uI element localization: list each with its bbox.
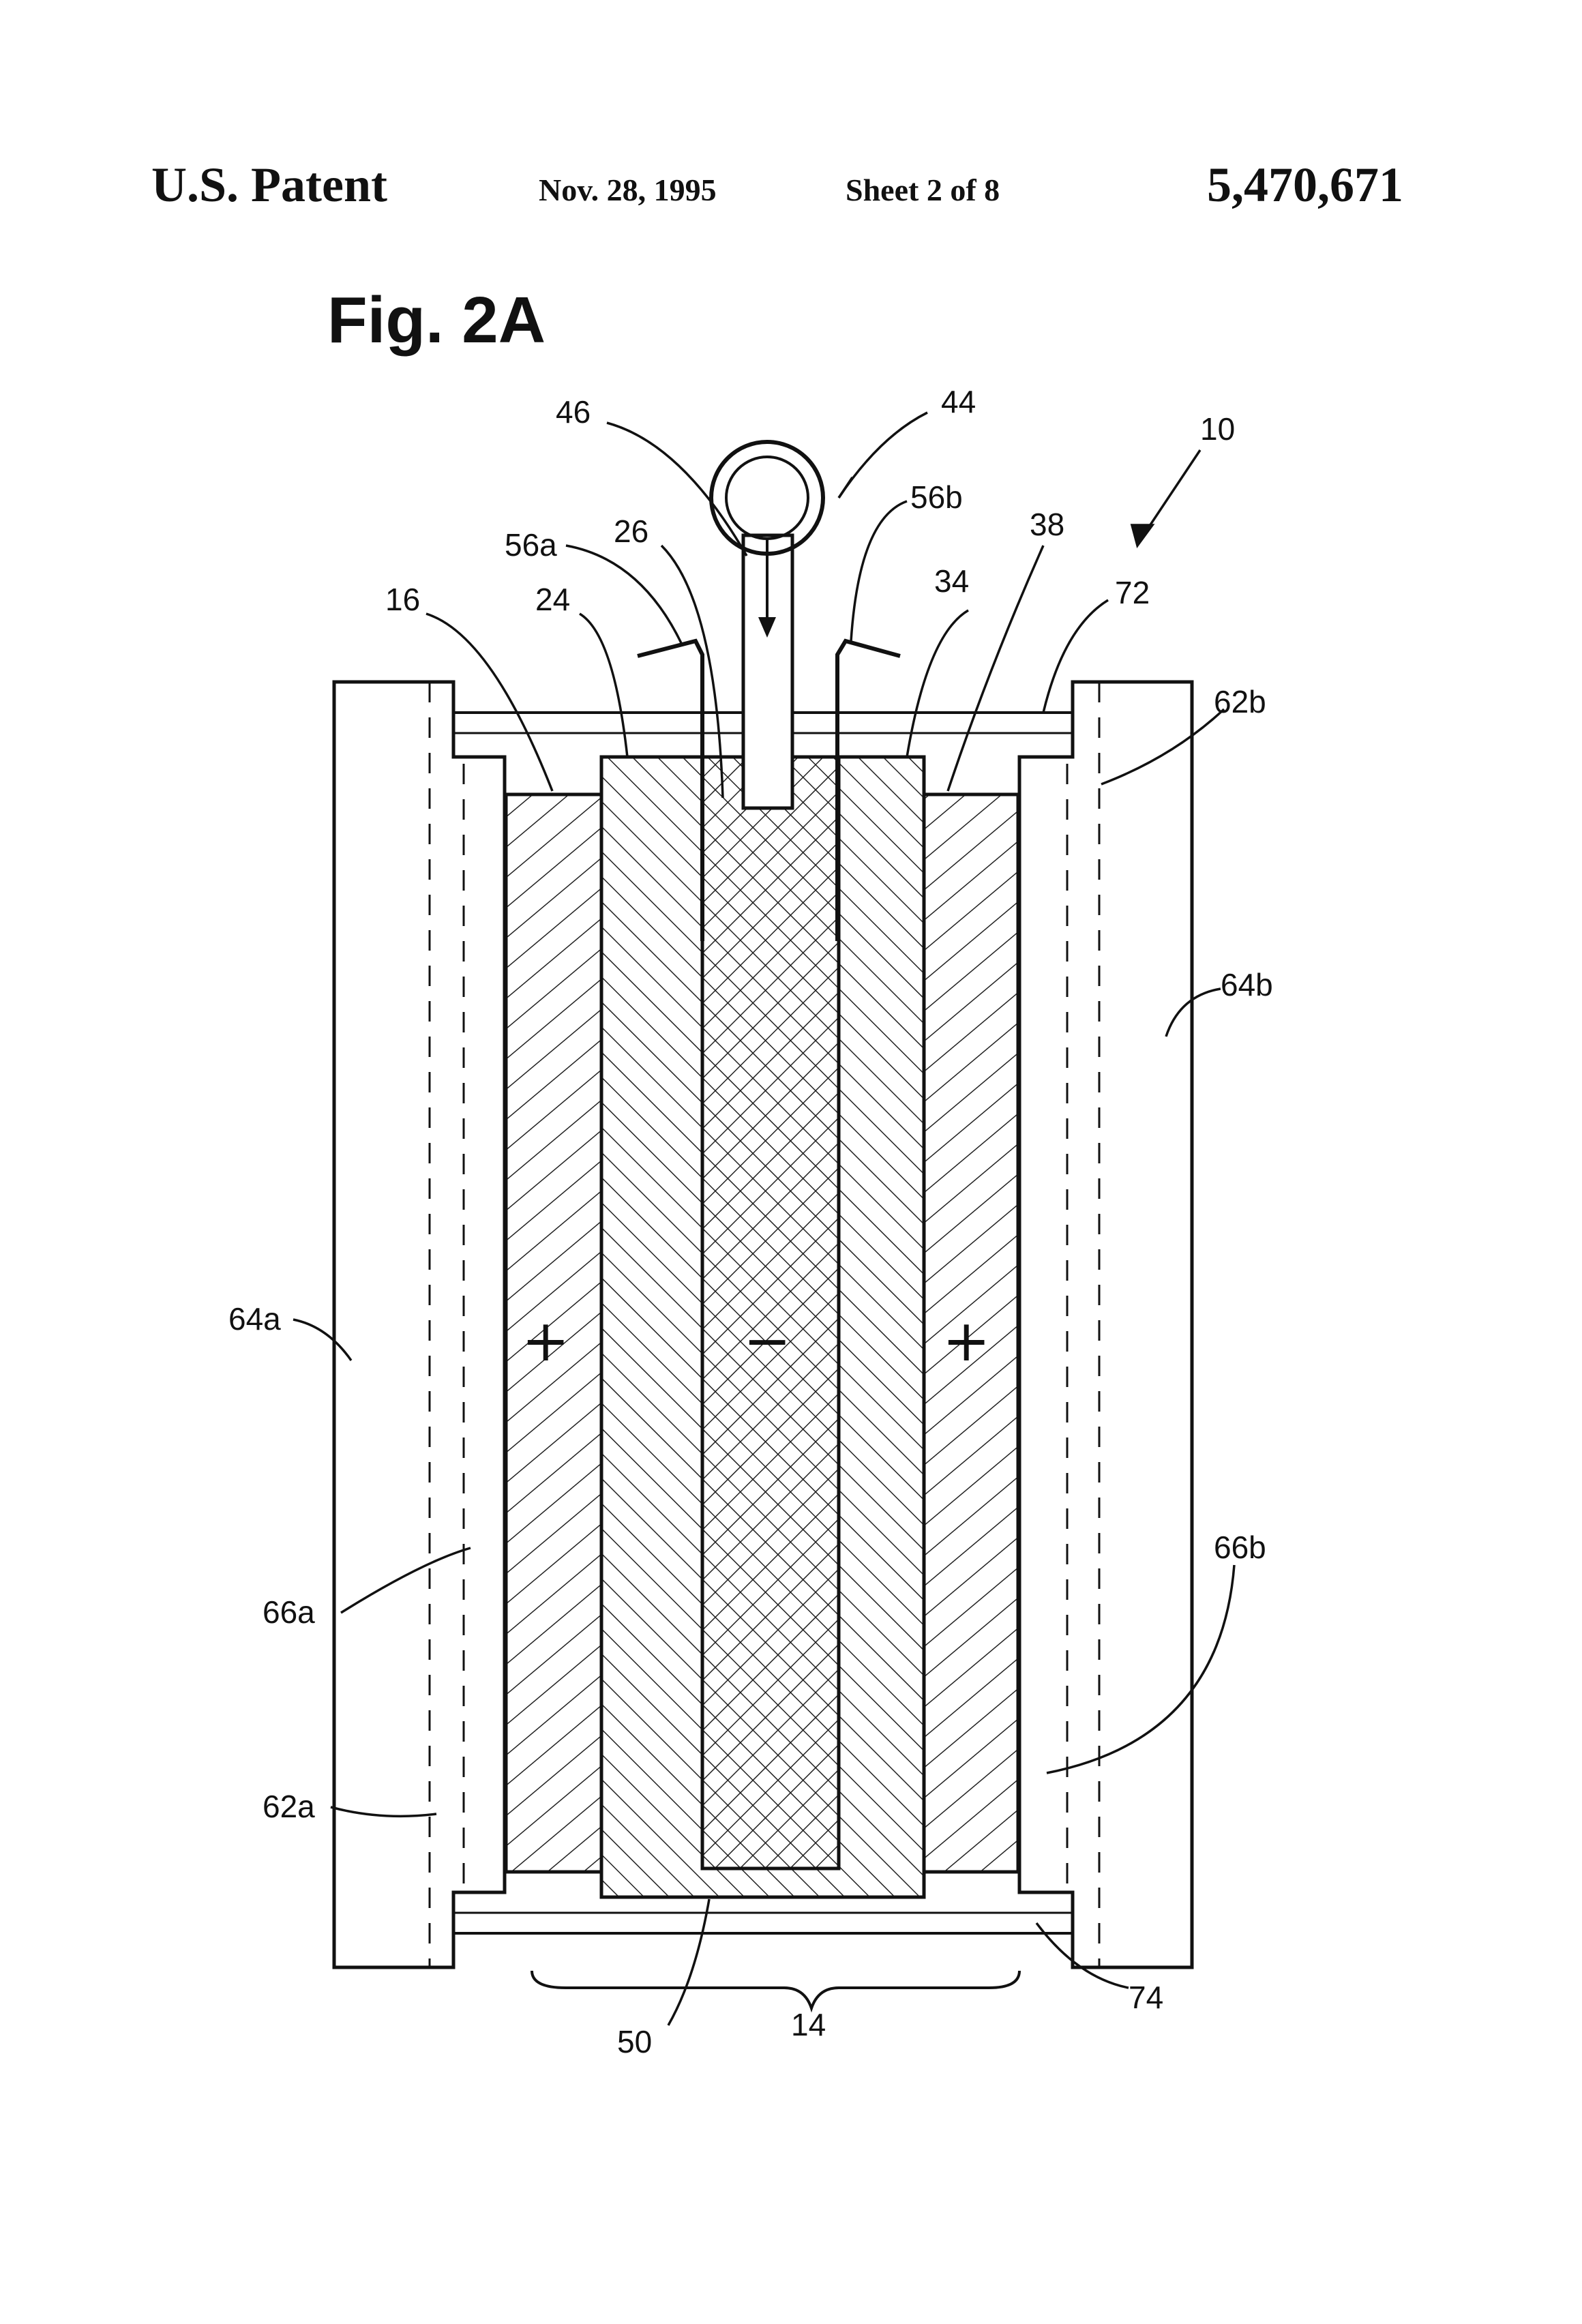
ref-16: 16 [385, 582, 420, 617]
ref-56b: 56b [910, 479, 963, 515]
ref-34: 34 [934, 563, 969, 599]
ref-14: 14 [791, 2007, 826, 2042]
ref-50: 50 [617, 2024, 652, 2059]
leader-56a [566, 546, 682, 644]
leader-34 [907, 610, 968, 757]
ref-26: 26 [614, 513, 648, 549]
leader-50 [668, 1899, 709, 2025]
leader-10 [1146, 450, 1200, 532]
leader-56b [851, 501, 907, 641]
ref-62a: 62a [263, 1789, 315, 1824]
positive-sign-left: + [522, 1307, 569, 1374]
ref-74: 74 [1129, 1980, 1163, 2015]
ref-66b: 66b [1214, 1530, 1266, 1565]
ref-66a: 66a [263, 1594, 315, 1630]
left-housing-plate [334, 682, 505, 1967]
ref-24: 24 [535, 582, 570, 617]
ref-10: 10 [1200, 411, 1235, 447]
ref-62b: 62b [1214, 684, 1266, 719]
ref-44: 44 [941, 384, 976, 419]
ref-64b: 64b [1221, 967, 1273, 1002]
negative-sign: − [743, 1307, 791, 1374]
leader-24 [580, 614, 627, 757]
positive-sign-right: + [942, 1307, 990, 1374]
ref-38: 38 [1030, 507, 1064, 542]
brace-14 [532, 1971, 1019, 2008]
right-housing-plate [1019, 682, 1192, 1967]
ref-56a: 56a [505, 527, 557, 563]
ref-64a: 64a [228, 1301, 281, 1337]
ref-72: 72 [1115, 575, 1150, 610]
ref-46: 46 [556, 394, 591, 430]
